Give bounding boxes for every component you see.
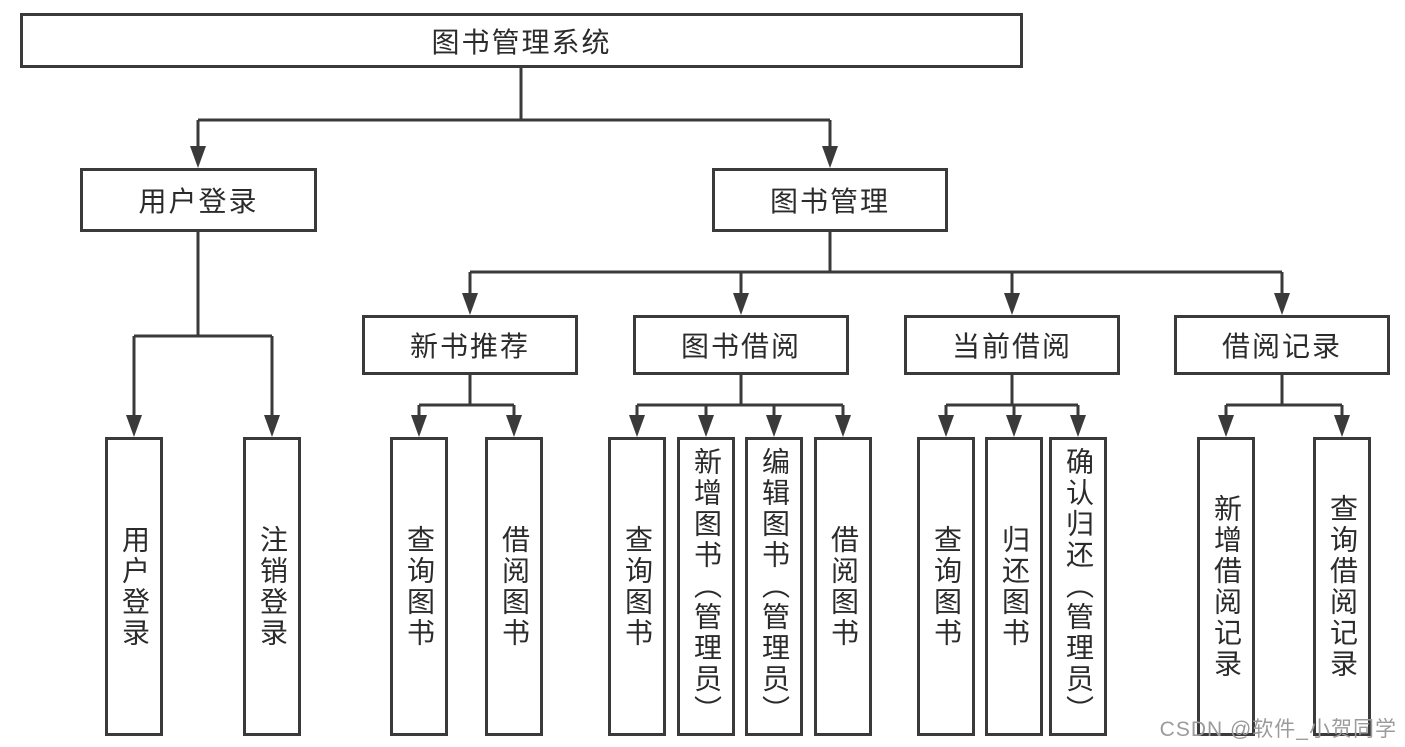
leaf-confirm-return-admin-label: 确认归还（管理员） (1063, 447, 1094, 726)
root-node: 图书管理系统 (20, 13, 1023, 68)
leaf-query-books-borrow: 查询图书 (608, 437, 666, 736)
connector-new-book-group (417, 375, 516, 419)
connector-current-borrow-group (944, 375, 1080, 419)
branch-user-login: 用户登录 (80, 168, 317, 232)
group-borrow-records-label: 借阅记录 (1221, 331, 1342, 362)
branch-book-management: 图书管理 (712, 168, 948, 232)
leaf-user-login-label: 用户登录 (119, 524, 150, 649)
group-new-book-recommend: 新书推荐 (362, 315, 578, 375)
arrowheads (126, 146, 1350, 437)
connector-root (196, 68, 832, 150)
leaf-user-login: 用户登录 (105, 437, 163, 736)
leaf-borrow-books-recommend: 借阅图书 (485, 437, 543, 736)
connector-book-management-branch (468, 232, 1284, 297)
leaf-borrow-books-recommend-label: 借阅图书 (499, 524, 530, 649)
group-current-borrow-label: 当前借阅 (951, 331, 1072, 362)
leaf-query-books-current-label: 查询图书 (931, 524, 962, 649)
leaf-confirm-return-admin: 确认归还（管理员） (1049, 437, 1107, 736)
leaf-query-borrow-record-label: 查询借阅记录 (1327, 493, 1358, 680)
leaf-return-book: 归还图书 (985, 437, 1043, 736)
leaf-add-borrow-record-label: 新增借阅记录 (1211, 493, 1242, 680)
connector-user-login-branch (132, 232, 274, 419)
leaf-logout-login-label: 注销登录 (257, 524, 288, 649)
connector-book-borrow-group (635, 375, 845, 419)
csdn-watermark: CSDN @软件_小贺同学 (1159, 718, 1397, 741)
group-book-borrow: 图书借阅 (633, 315, 849, 375)
leaf-add-book-admin: 新增图书（管理员） (677, 437, 735, 736)
leaf-logout-login: 注销登录 (243, 437, 301, 736)
leaf-add-borrow-record: 新增借阅记录 (1197, 437, 1255, 736)
connector-borrow-records-group (1224, 375, 1344, 419)
branch-book-management-label: 图书管理 (769, 186, 890, 217)
group-new-book-recommend-label: 新书推荐 (409, 331, 530, 362)
leaf-add-book-admin-label: 新增图书（管理员） (691, 447, 722, 726)
leaf-borrow-books-borrow: 借阅图书 (814, 437, 872, 736)
branch-user-login-label: 用户登录 (138, 186, 259, 217)
leaf-query-books-borrow-label: 查询图书 (622, 524, 653, 649)
group-book-borrow-label: 图书借阅 (680, 331, 801, 362)
leaf-query-books-recommend: 查询图书 (390, 437, 448, 736)
leaf-borrow-books-borrow-label: 借阅图书 (828, 524, 859, 649)
group-current-borrow: 当前借阅 (904, 315, 1120, 375)
leaf-edit-book-admin: 编辑图书（管理员） (745, 437, 803, 736)
leaf-query-books-recommend-label: 查询图书 (404, 524, 435, 649)
leaf-return-book-label: 归还图书 (999, 524, 1030, 649)
leaf-query-books-current: 查询图书 (917, 437, 975, 736)
leaf-query-borrow-record: 查询借阅记录 (1313, 437, 1371, 736)
leaf-edit-book-admin-label: 编辑图书（管理员） (759, 447, 790, 726)
group-borrow-records: 借阅记录 (1174, 315, 1390, 375)
root-node-label: 图书管理系统 (431, 26, 612, 58)
